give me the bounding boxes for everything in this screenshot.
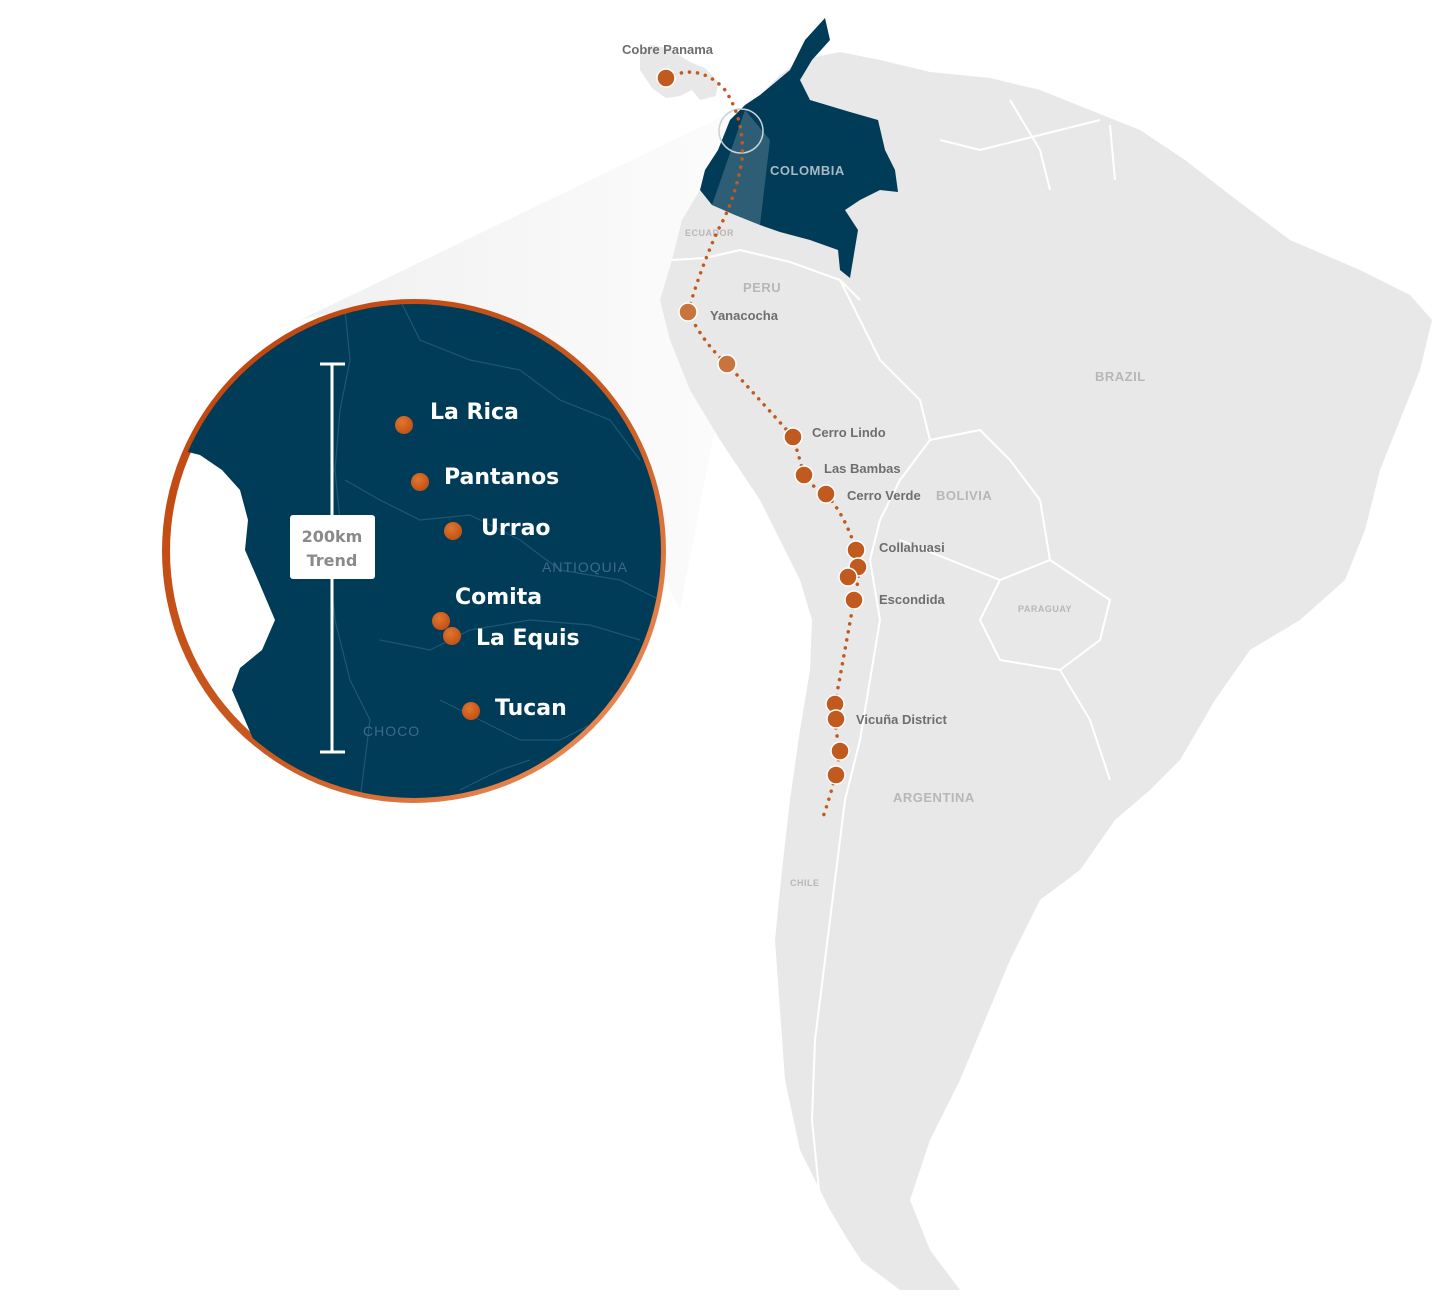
project-dot-la-rica[interactable] xyxy=(395,416,413,434)
label-brazil: BRAZIL xyxy=(1095,369,1146,384)
marker-collahuasi-3[interactable] xyxy=(838,567,858,587)
inset-map: ANTIOQUIA CHOCO 200km Trend La Rica Pant… xyxy=(162,299,666,803)
label-colombia: COLOMBIA xyxy=(770,163,845,178)
project-dot-comita[interactable] xyxy=(432,612,450,630)
project-label-la-equis: La Equis xyxy=(476,626,580,651)
label-ecuador: ECUADOR xyxy=(685,228,734,238)
project-dot-la-equis[interactable] xyxy=(443,627,461,645)
marker-cobre-panama[interactable] xyxy=(656,68,676,88)
label-las-bambas: Las Bambas xyxy=(824,461,901,476)
scale-label-box xyxy=(290,515,375,579)
marker-collahuasi[interactable] xyxy=(846,540,866,560)
project-label-urrao: Urrao xyxy=(481,516,551,541)
project-dot-tucan[interactable] xyxy=(462,702,480,720)
label-chile: CHILE xyxy=(790,878,820,888)
mine-markers xyxy=(656,68,868,785)
colombia-focus-circle xyxy=(718,108,764,154)
label-vicuna-district: Vicuña District xyxy=(856,712,947,727)
label-cobre-panama: Cobre Panama xyxy=(622,42,714,57)
inset-land xyxy=(180,304,661,798)
project-dot-pantanos[interactable] xyxy=(411,473,429,491)
label-cerro-verde: Cerro Verde xyxy=(847,488,921,503)
label-cerro-lindo: Cerro Lindo xyxy=(812,425,886,440)
label-escondida: Escondida xyxy=(879,592,946,607)
marker-vicuna-4[interactable] xyxy=(826,765,846,785)
panama-land xyxy=(640,45,718,100)
project-label-tucan: Tucan xyxy=(495,696,567,721)
scale-label-distance: 200km xyxy=(302,527,363,546)
copper-belt-route xyxy=(664,70,861,822)
marker-las-bambas[interactable] xyxy=(794,465,814,485)
country-borders xyxy=(671,99,1116,1261)
marker-cerro-lindo[interactable] xyxy=(783,427,803,447)
label-peru: PERU xyxy=(743,280,781,295)
colombia-shape xyxy=(700,18,898,278)
marker-yanacocha[interactable] xyxy=(678,302,698,322)
label-paraguay: PARAGUAY xyxy=(1018,604,1072,614)
project-label-pantanos: Pantanos xyxy=(444,465,559,490)
label-collahuasi: Collahuasi xyxy=(879,540,945,555)
inset-region-antioquia: ANTIOQUIA xyxy=(542,559,628,575)
marker-vicuna-district[interactable] xyxy=(826,709,846,729)
label-bolivia: BOLIVIA xyxy=(936,488,992,503)
marker-yanacocha-2[interactable] xyxy=(717,354,737,374)
marker-vicuna-3[interactable] xyxy=(830,741,850,761)
marker-escondida[interactable] xyxy=(844,590,864,610)
project-dot-urrao[interactable] xyxy=(444,522,462,540)
marker-cerro-verde[interactable] xyxy=(816,484,836,504)
inset-region-choco: CHOCO xyxy=(363,723,420,739)
label-yanacocha: Yanacocha xyxy=(710,308,779,323)
scale-label-trend: Trend xyxy=(307,551,358,570)
label-argentina: ARGENTINA xyxy=(893,790,975,805)
project-label-la-rica: La Rica xyxy=(430,400,519,425)
project-label-comita: Comita xyxy=(455,585,542,610)
continent-land xyxy=(660,52,1432,1290)
